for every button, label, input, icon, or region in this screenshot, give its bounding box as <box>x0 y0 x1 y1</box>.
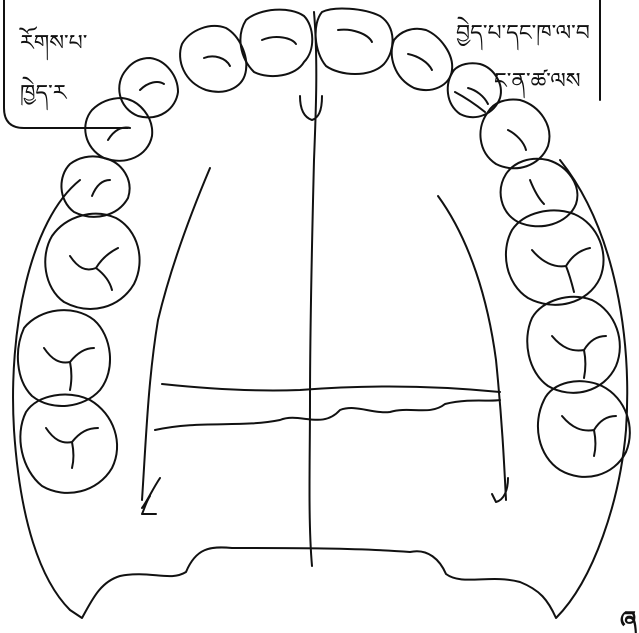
palate-contour-right <box>438 196 506 500</box>
palatine-fovea-left <box>142 478 160 514</box>
tooth-right-7 <box>527 297 620 393</box>
tooth-left-2 <box>180 26 246 92</box>
label-corner-fragment: ཞ <box>620 606 637 633</box>
label-top-left-2: ཁྱེད་ར <box>20 76 68 111</box>
tooth-left-6 <box>45 214 139 309</box>
rugae-line <box>155 400 500 430</box>
label-top-right-1: བྱེད་པ་དང་ཁ་ལ་བ <box>456 16 590 51</box>
midline-raphe <box>310 12 317 566</box>
rugae-upper <box>162 384 500 392</box>
palate-contour-left <box>142 168 210 500</box>
label-top-right-2: ང་ན་ཚ་ལས <box>494 69 581 99</box>
tooth-left-8 <box>20 395 117 493</box>
incisive-papilla <box>300 96 322 120</box>
tooth-right-6 <box>506 211 604 305</box>
label-top-left-1: ཪོགས་པ་ <box>19 26 88 61</box>
tooth-left-3 <box>119 58 178 117</box>
tooth-left-7 <box>18 310 110 406</box>
tooth-left-1 <box>240 10 312 76</box>
tooth-right-1 <box>316 9 393 74</box>
